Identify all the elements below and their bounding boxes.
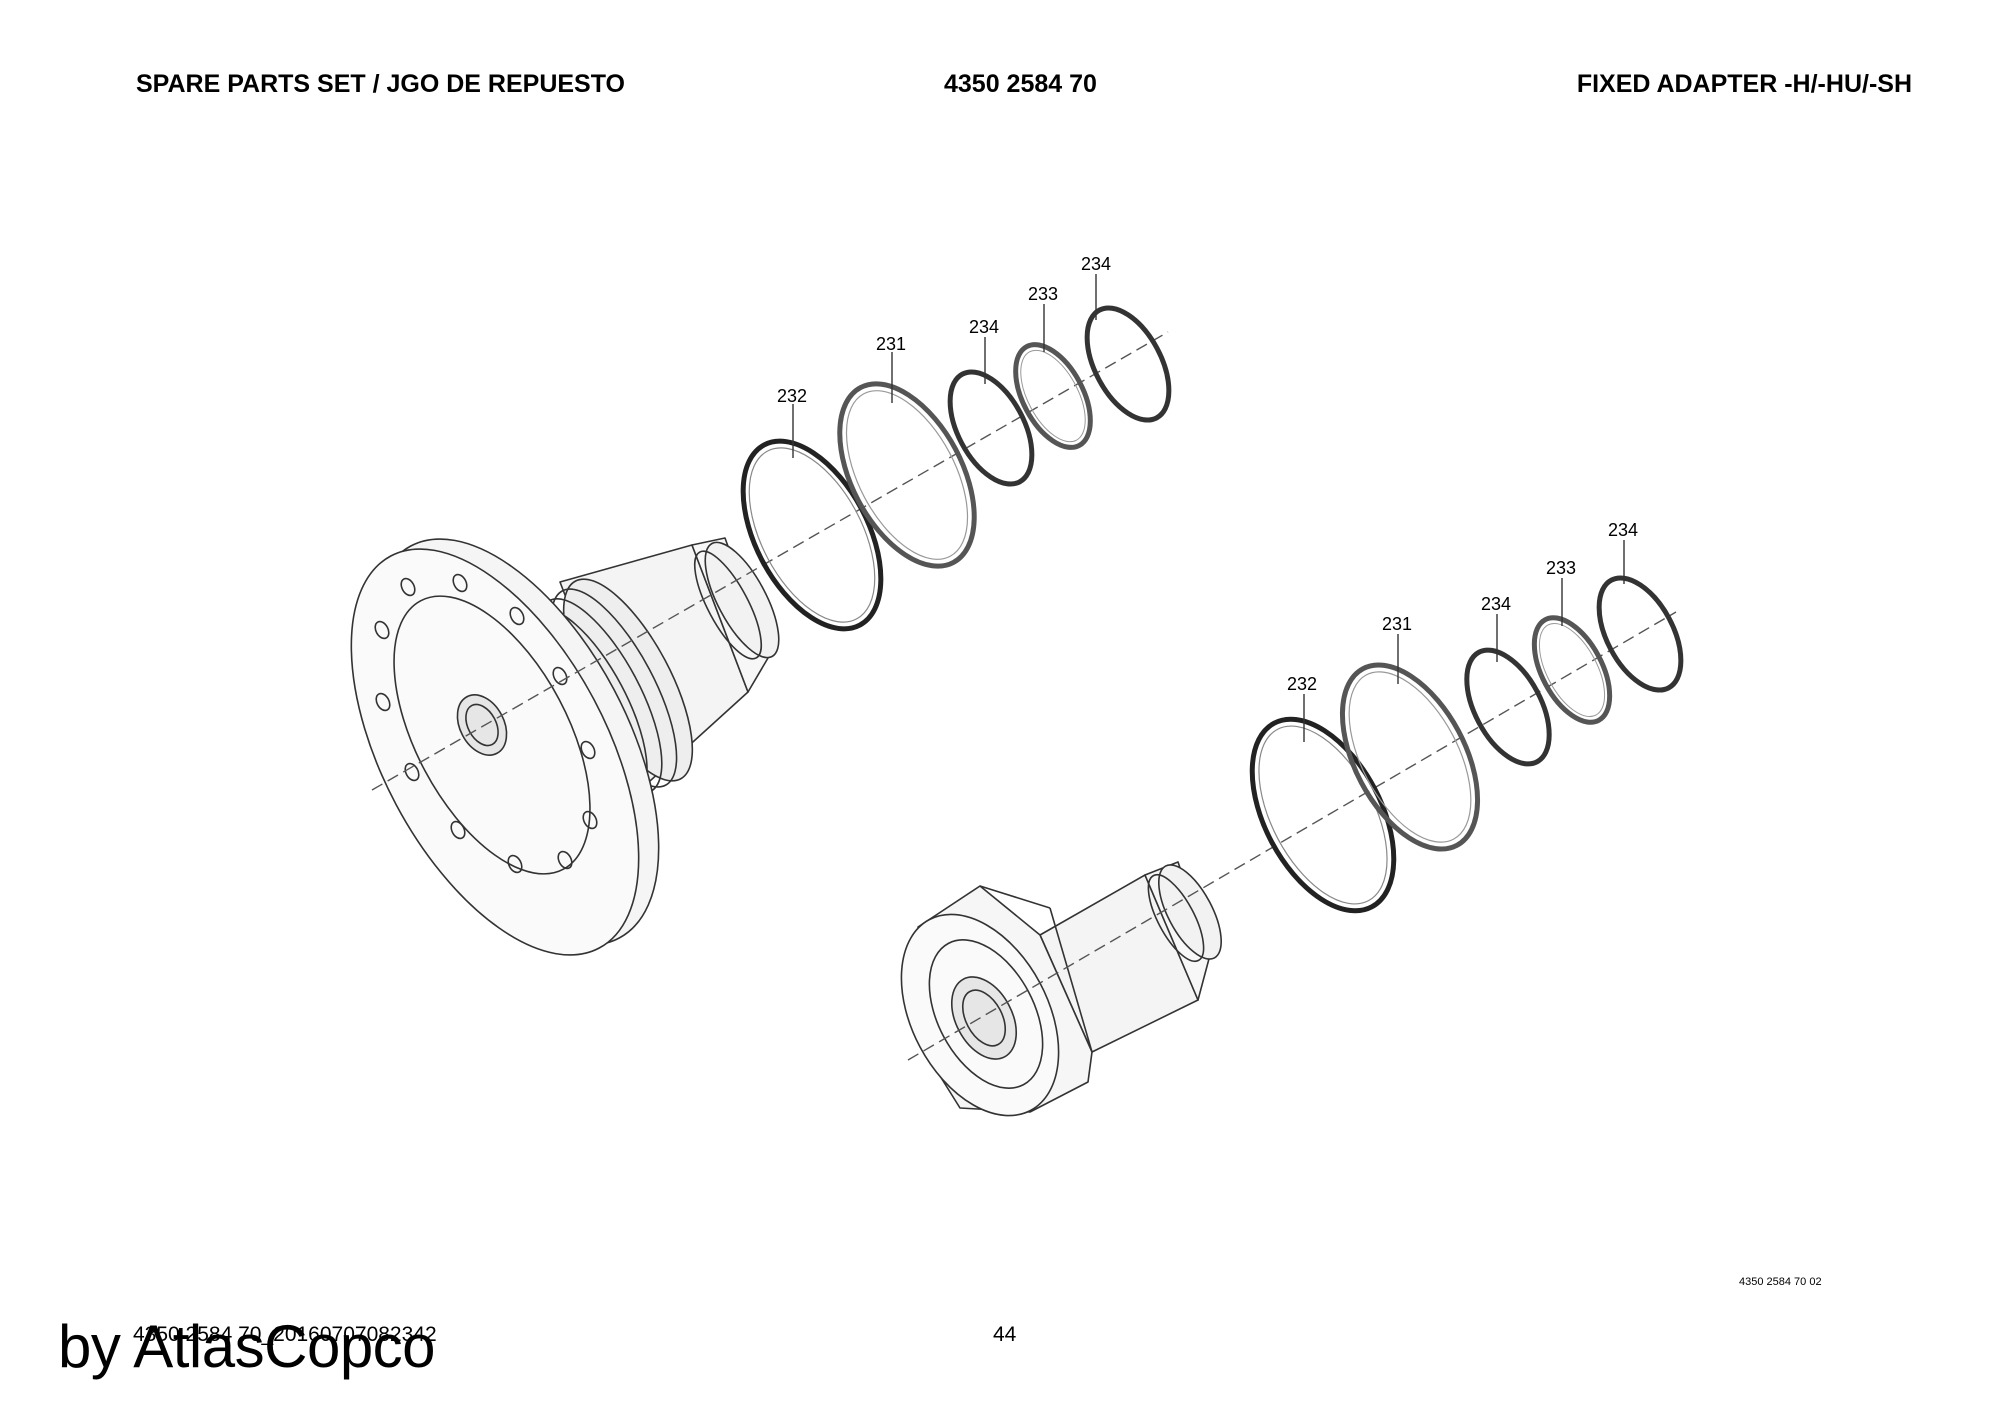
top-ring-231	[837, 381, 977, 569]
hex-adapter-body	[900, 861, 1222, 1117]
callout-bottom-231: 231	[1382, 614, 1412, 634]
page-number: 44	[993, 1323, 1017, 1346]
header-part-number: 4350 2584 70	[944, 70, 1097, 98]
callout-top-233: 233	[1028, 284, 1058, 304]
top-ring-234b	[1084, 305, 1172, 423]
callout-bottom-234b: 234	[1608, 520, 1638, 540]
bottom-ring-234a	[1464, 647, 1552, 767]
callout-top-232: 232	[777, 386, 807, 406]
callout-top-234a: 234	[969, 317, 999, 337]
callout-bottom-232: 232	[1287, 674, 1317, 694]
callout-top-234b: 234	[1081, 254, 1111, 274]
drawing-id: 4350 2584 70 02	[1739, 1276, 1822, 1288]
top-ring-234a	[947, 369, 1035, 487]
watermark: by AtlasCopco	[58, 1313, 436, 1380]
bottom-ring-231	[1339, 662, 1481, 852]
callout-bottom-233: 233	[1546, 558, 1576, 578]
top-ring-233	[1013, 342, 1093, 450]
header-assembly-name: FIXED ADAPTER -H/-HU/-SH	[1576, 70, 1912, 98]
callout-top-231: 231	[876, 334, 906, 354]
header-title: SPARE PARTS SET / JGO DE REPUESTO	[136, 70, 625, 98]
bottom-ring-233	[1531, 615, 1613, 725]
document-reference: 4350 2584 70_20160707082342	[133, 1323, 437, 1346]
flanged-adapter-body	[350, 537, 780, 956]
callout-bottom-234a: 234	[1481, 594, 1511, 614]
bottom-ring-234b	[1596, 575, 1684, 693]
